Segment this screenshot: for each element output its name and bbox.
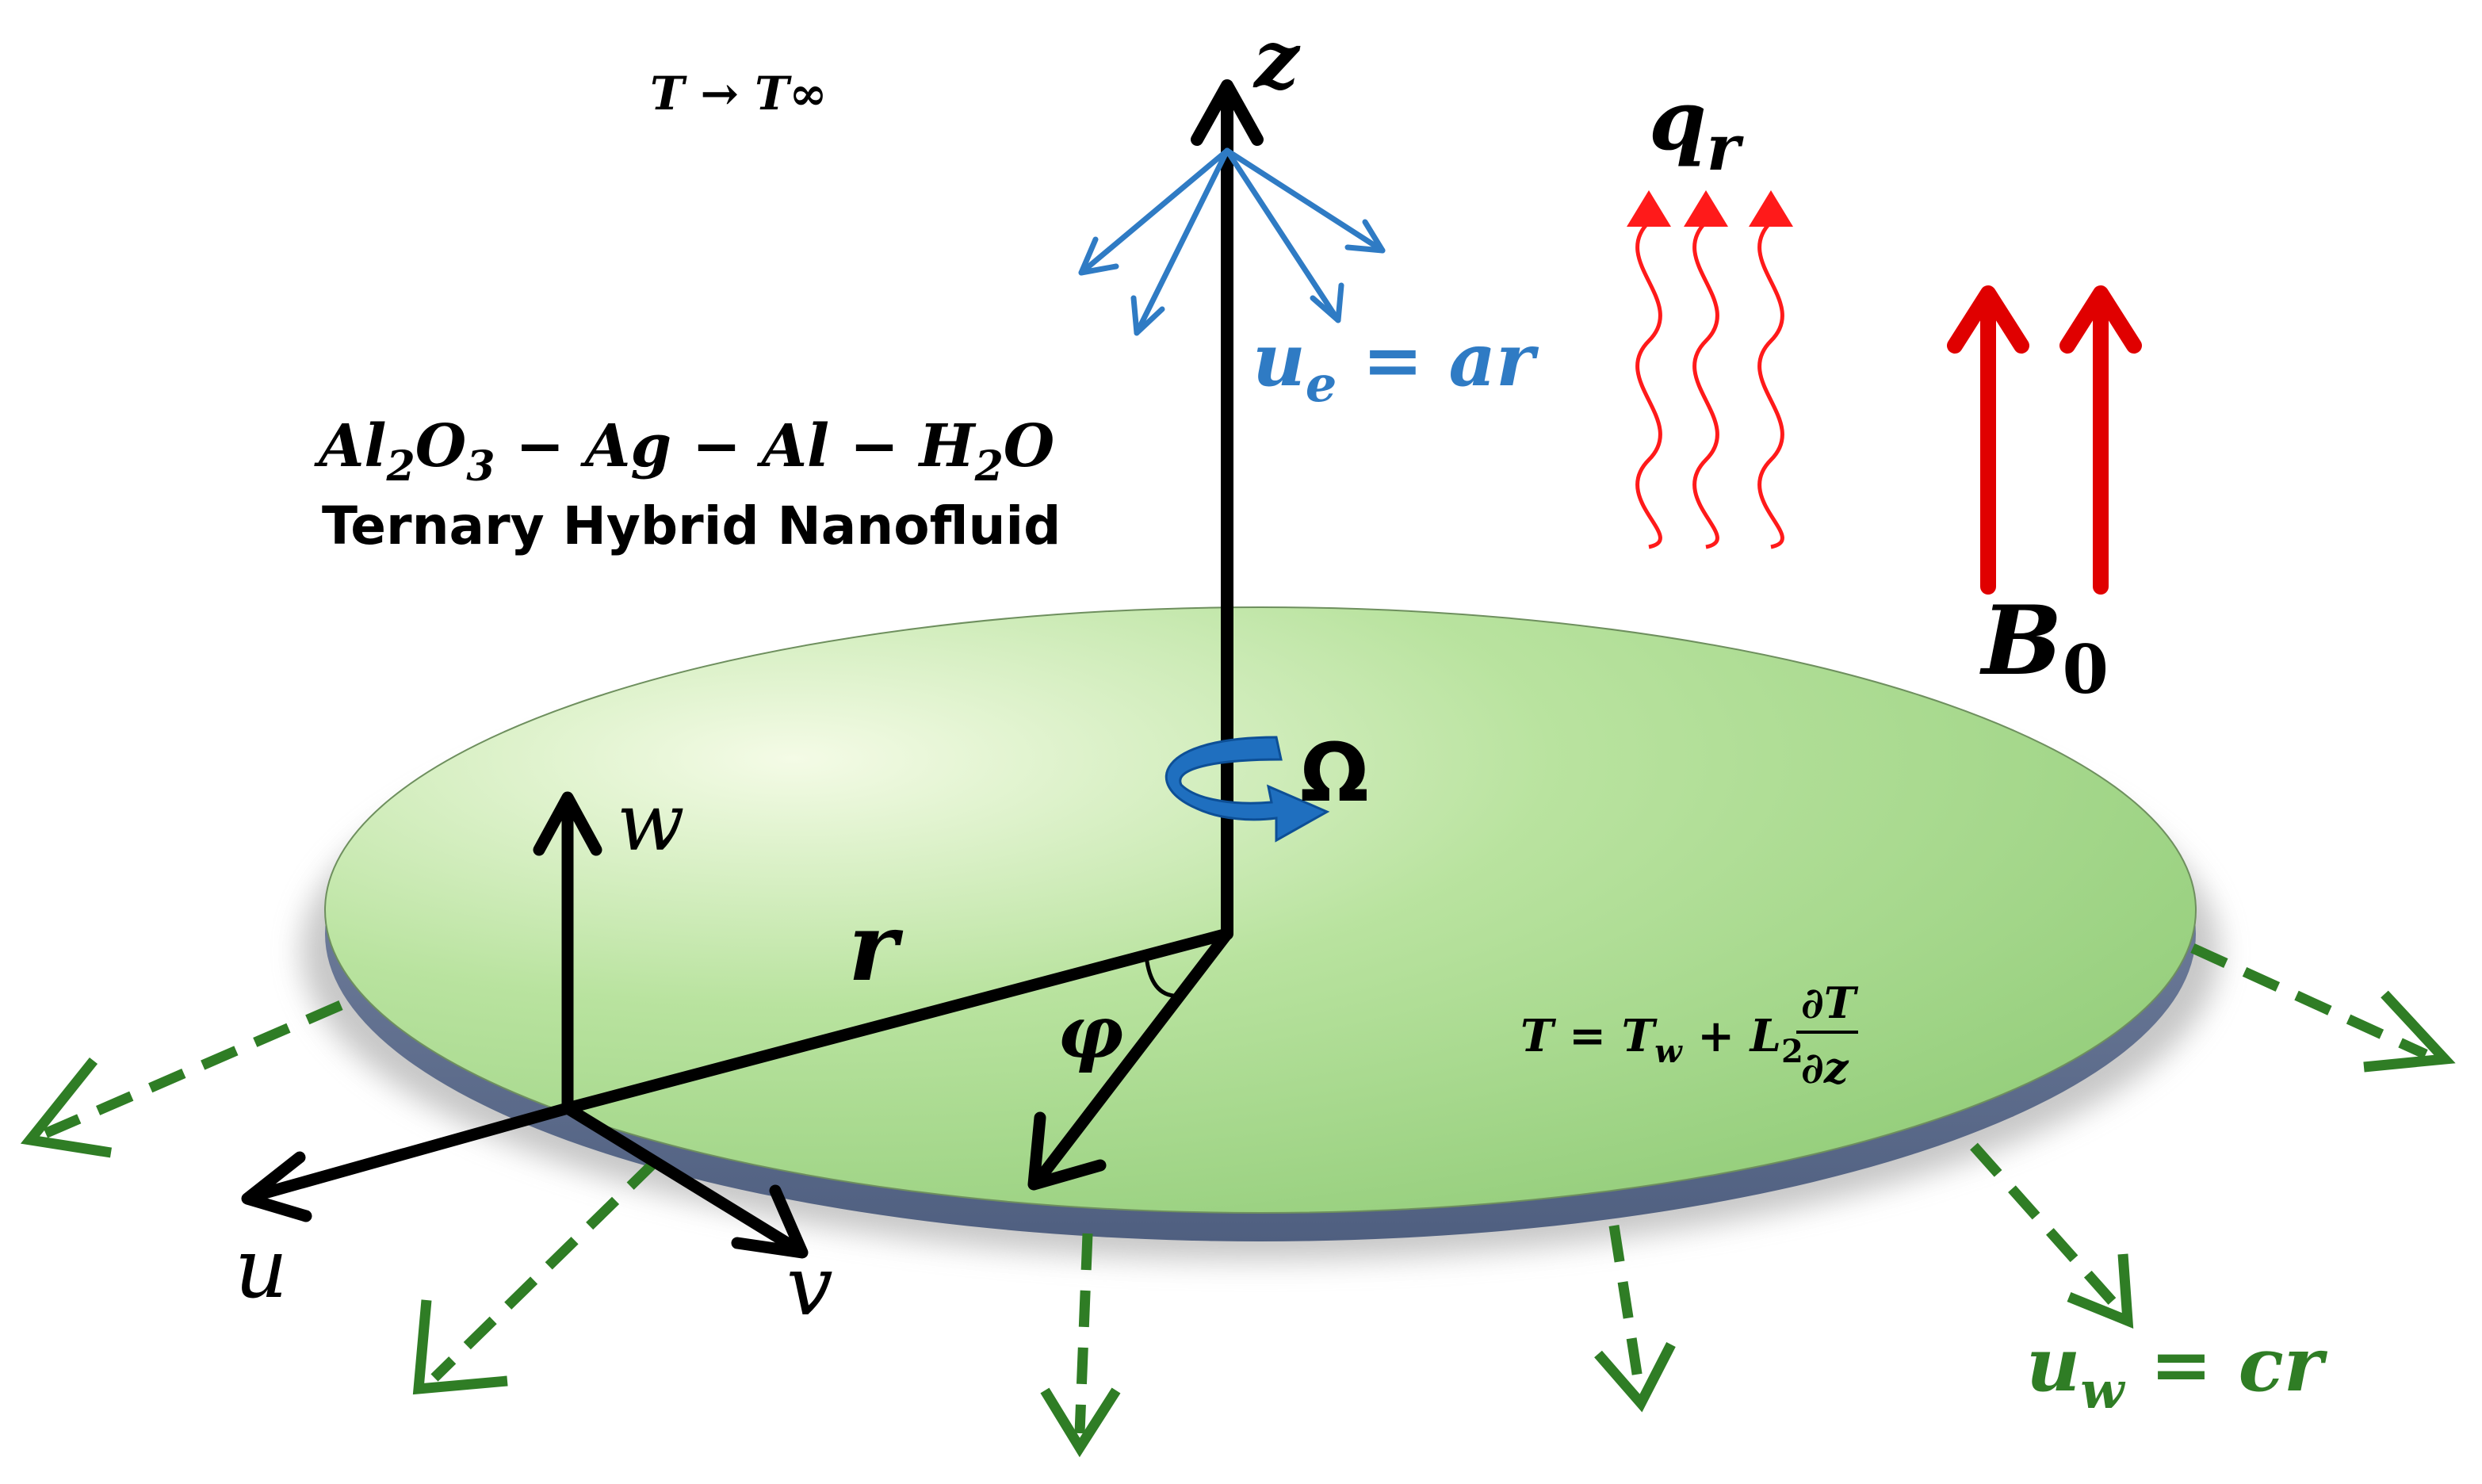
radiation-arrowhead-1 <box>1627 190 1671 227</box>
magnetic-field-label: B0 <box>1979 585 2109 709</box>
magnetic-arrowhead-2 <box>2059 285 2142 354</box>
stream-arrow-2 <box>1134 147 1230 336</box>
bc-mid: + L <box>1682 1010 1781 1062</box>
stream-arrowhead-2 <box>1130 295 1165 336</box>
magnetic-arrowhead-1 <box>1947 285 2029 354</box>
stretch-arrowhead-lower-right <box>2067 1253 2134 1329</box>
rotation-arrow-shape <box>1165 736 1330 843</box>
v-axis-label: v <box>786 1237 833 1334</box>
rotating-disk <box>301 606 2220 1260</box>
stretch-arrow-bottom-right <box>1608 1225 1645 1390</box>
radiation-arrows <box>1635 220 1784 549</box>
stretch-arrowhead-bottom-left <box>1040 1387 1121 1458</box>
radius-line <box>561 928 1233 1115</box>
radiation-wave-1 <box>1635 220 1662 549</box>
formula-sub-2a: 2 <box>386 442 415 491</box>
formula-o: O <box>415 412 466 480</box>
z-axis-arrowhead <box>1191 79 1264 146</box>
magnetic-field-arrows <box>1947 285 2142 595</box>
u-axis-line <box>244 1102 574 1203</box>
stretching-label-base: u <box>2026 1321 2080 1409</box>
stretch-arrowhead-right <box>2363 990 2456 1073</box>
formula-al: Al <box>314 412 387 480</box>
nanofluid-name: Ternary Hybrid Nanofluid <box>322 495 1061 556</box>
formula-sub-2b: 2 <box>974 442 1004 491</box>
stretch-arrow-right <box>2190 943 2428 1059</box>
bc-sub-2: 2 <box>1781 1033 1803 1070</box>
magnetic-field-label-base: B <box>1979 585 2062 697</box>
bc-denominator: ∂z <box>1801 1042 1849 1093</box>
stretch-arrowhead-left <box>20 1057 113 1158</box>
boundary-condition-lhs: T = Tw + L2 <box>1520 1010 1803 1070</box>
formula-middle: − Ag − Al − H <box>495 412 976 480</box>
stretch-arrowhead-lower-left <box>412 1299 508 1395</box>
radiation-wave-2 <box>1692 220 1719 549</box>
z-axis <box>1191 79 1264 940</box>
radiation-arrowhead-2 <box>1684 190 1728 227</box>
stretch-arrowhead-bottom-right <box>1594 1342 1676 1413</box>
free-stream-label-base: u <box>1252 317 1306 403</box>
u-axis-arrowhead <box>241 1151 312 1222</box>
stream-arrow-3 <box>1224 147 1341 323</box>
formula-sub-3: 3 <box>466 442 495 491</box>
stream-arrowhead-4 <box>1344 219 1386 254</box>
free-stream-label-sub: e <box>1306 355 1337 413</box>
radius-label: r <box>848 892 904 1002</box>
phi-angle-arc <box>1144 954 1184 998</box>
stretching-label-rest: = cr <box>2124 1321 2327 1409</box>
stretch-arrow-bottom-left <box>1074 1233 1093 1434</box>
stream-arrowhead-3 <box>1310 282 1344 323</box>
disk-top-surface <box>324 606 2197 1214</box>
stretching-label: uw = cr <box>2026 1321 2328 1421</box>
phi-label: φ <box>1057 989 1123 1075</box>
stretching-arrows <box>20 943 2456 1458</box>
magnetic-field-label-sub: 0 <box>2062 630 2108 709</box>
formula-o-end: O <box>1004 412 1054 480</box>
radiation-label-sub: r <box>1707 110 1744 185</box>
free-stream-label: ue = ar <box>1252 317 1539 413</box>
w-axis-arrowhead <box>533 791 602 856</box>
stream-arrow-4 <box>1224 147 1386 254</box>
boundary-condition: T = Tw + L2 ∂T ∂z <box>1520 977 1859 1093</box>
radiation-wave-3 <box>1757 220 1784 549</box>
phi-arrowhead <box>1027 1111 1107 1191</box>
free-stream-arrows <box>1078 147 1386 336</box>
ambient-temperature-label: T → T∞ <box>650 67 828 120</box>
rotation-arrow <box>1165 736 1330 843</box>
stream-arrow-1 <box>1078 147 1230 276</box>
radiation-label-base: q <box>1649 71 1707 169</box>
bc-sub-w: w <box>1654 1033 1683 1070</box>
stretch-arrow-lower-right <box>1970 1142 2122 1312</box>
bc-numerator: ∂T <box>1801 977 1859 1028</box>
radiation-arrowheads <box>1627 190 1793 227</box>
z-axis-label: z <box>1252 13 1301 106</box>
w-axis-label: w <box>617 776 685 869</box>
disk-axes <box>241 791 1233 1259</box>
nanofluid-formula: Al2O3 − Ag − Al − H2O <box>314 412 1054 491</box>
stretching-label-sub: w <box>2080 1361 2125 1421</box>
free-stream-label-rest: = ar <box>1337 317 1539 403</box>
v-axis-line <box>561 1102 804 1256</box>
radiation-label: qr <box>1649 71 1744 185</box>
radiation-arrowhead-3 <box>1749 190 1793 227</box>
v-axis-arrowhead <box>731 1184 809 1259</box>
stream-arrowhead-1 <box>1078 236 1119 276</box>
rotation-label: Ω <box>1300 726 1369 820</box>
stretch-arrow-lower-left <box>430 1157 660 1382</box>
phi-direction-line <box>1034 928 1233 1184</box>
bc-lhs-text: T = T <box>1520 1010 1658 1062</box>
u-axis-label: u <box>235 1220 288 1317</box>
